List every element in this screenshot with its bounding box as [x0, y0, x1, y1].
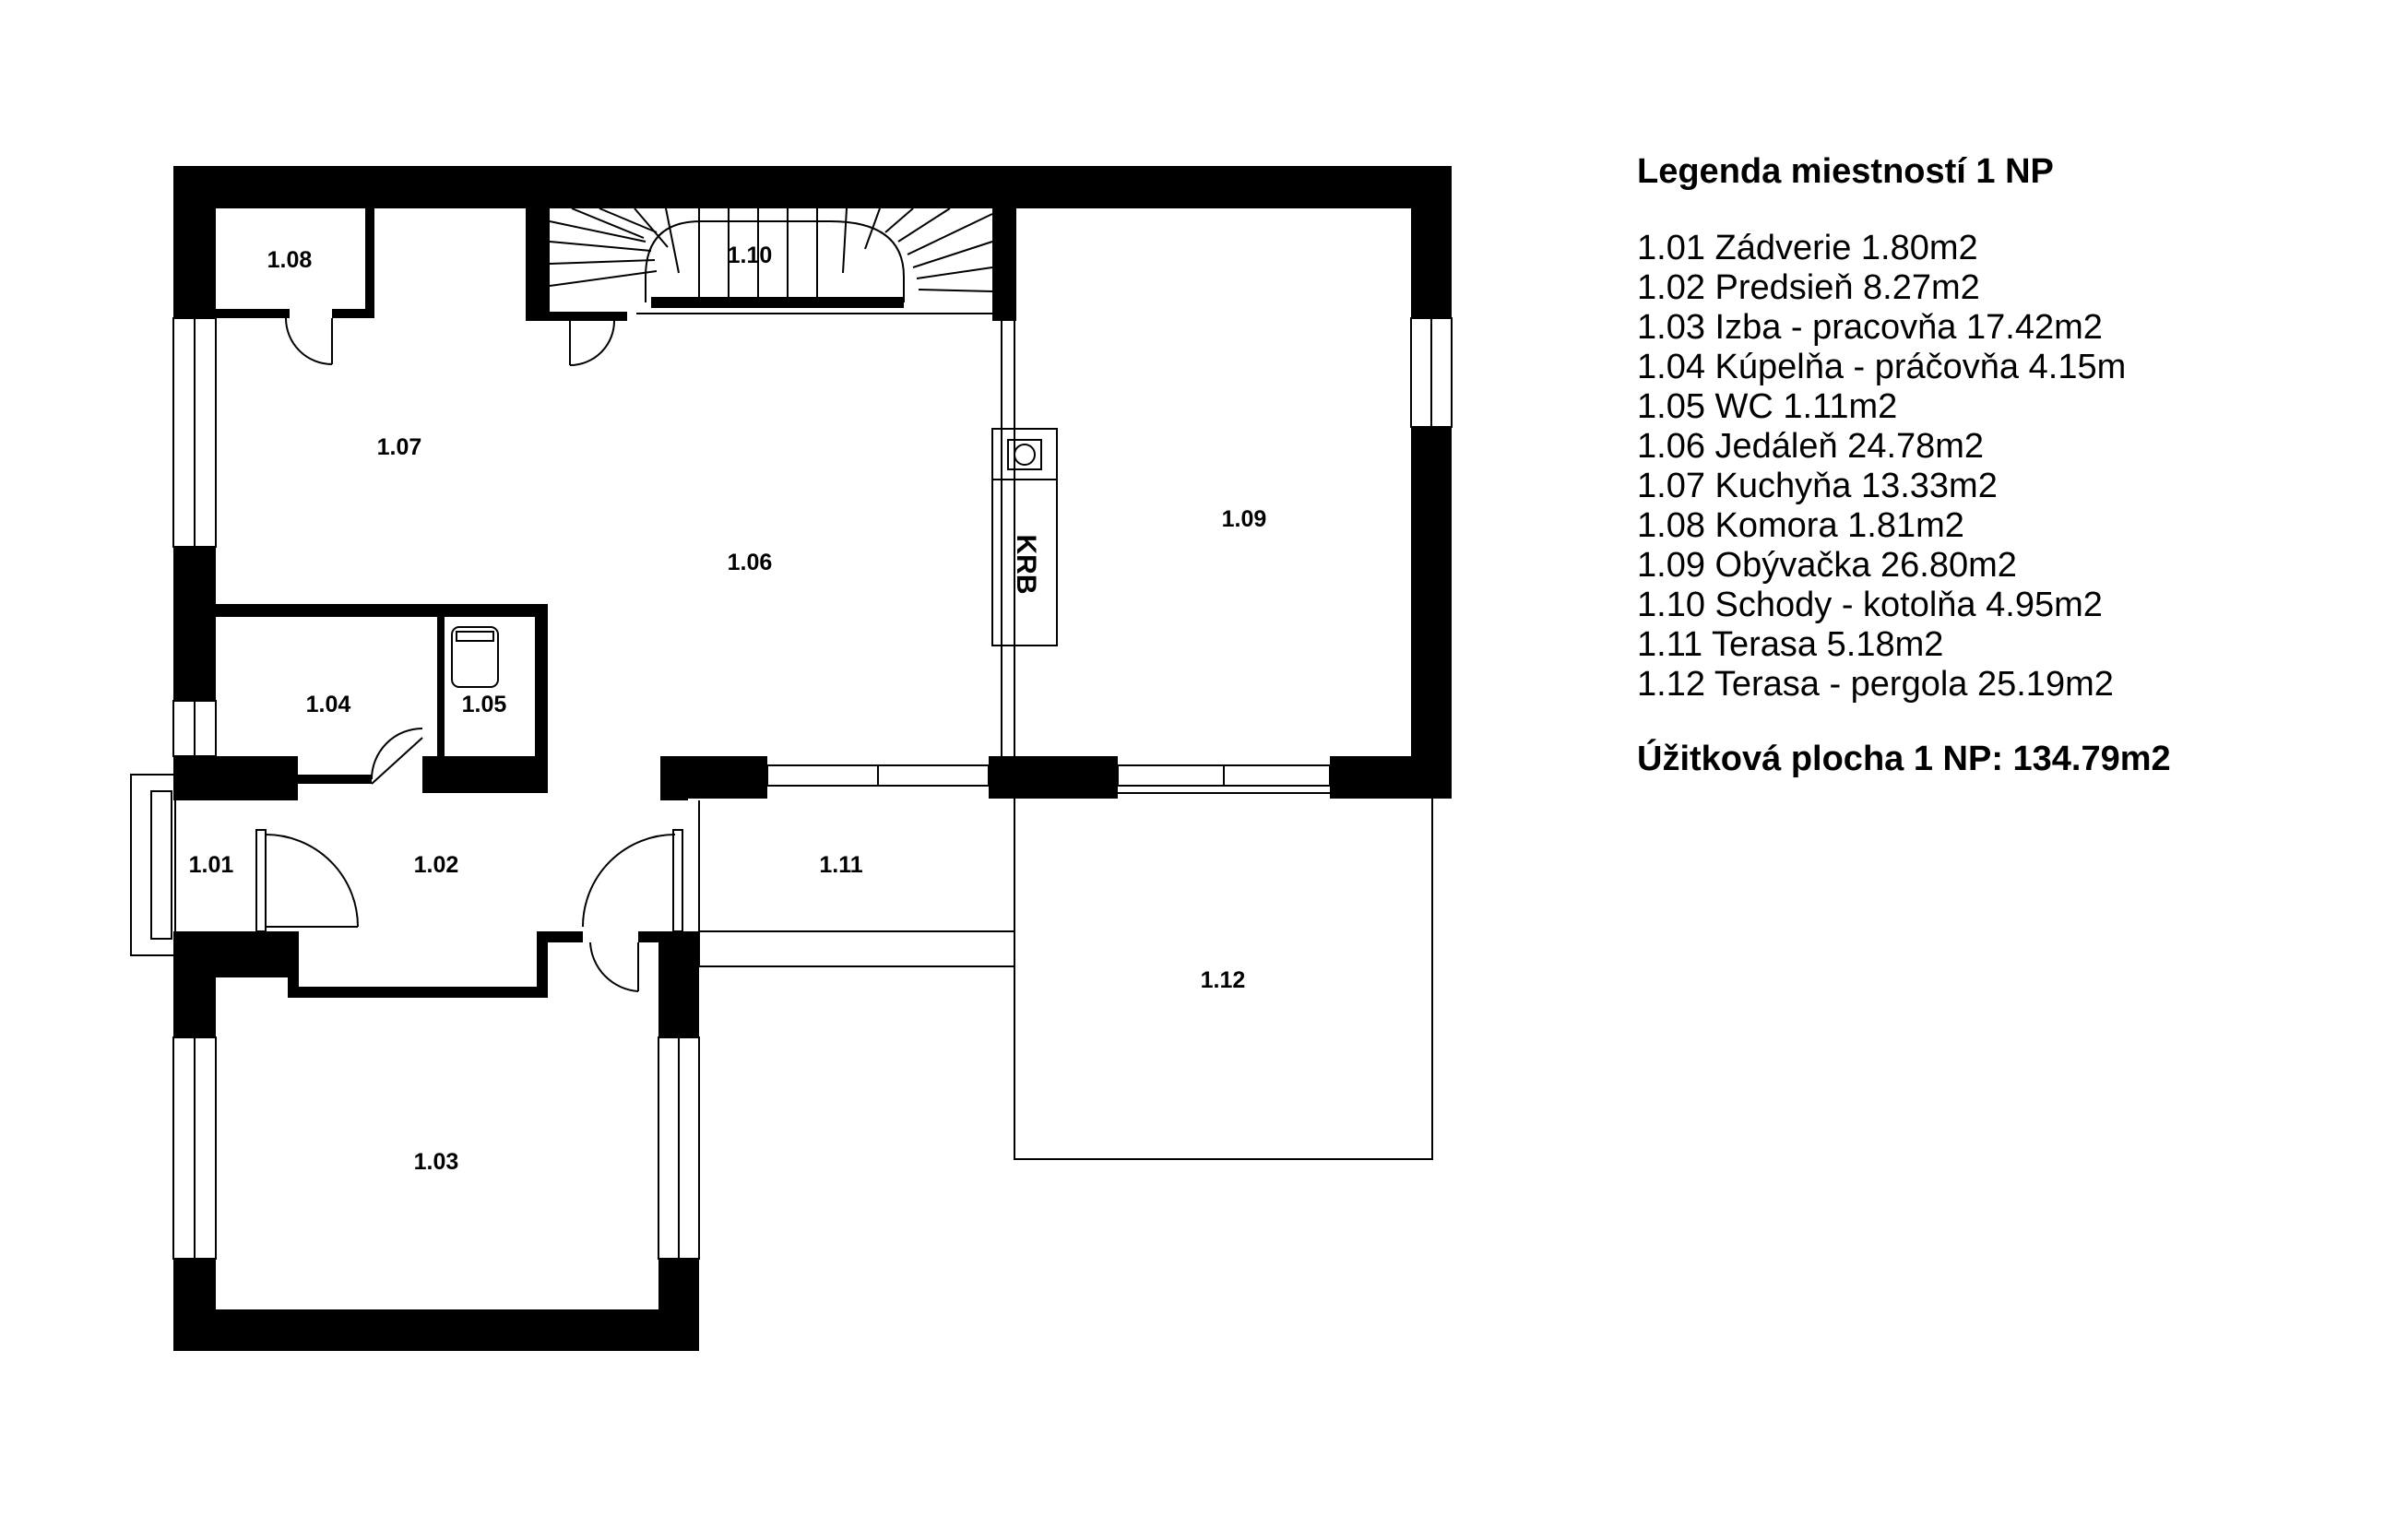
room-label-1-04: 1.04 — [306, 692, 351, 717]
room-label-1-11: 1.11 — [819, 852, 862, 878]
toilet-icon — [451, 626, 499, 688]
windows — [130, 313, 1453, 1260]
fireplace-label: KRB — [1011, 535, 1041, 595]
stair-landing-sill — [651, 297, 904, 308]
room-label-1-05: 1.05 — [462, 692, 507, 717]
legend-item: 1.10 Schody - kotolňa 4.95m2 — [1637, 586, 2103, 624]
fireplace — [991, 428, 1058, 646]
door-1-08 — [285, 317, 333, 365]
legend-item: 1.12 Terasa - pergola 25.19m2 — [1637, 665, 2114, 704]
wall-top — [173, 166, 1452, 208]
wall-1-05-right — [535, 604, 548, 788]
floor-plan: 1.01 1.02 1.03 1.04 1.05 1.06 1.07 1.08 … — [130, 166, 1453, 1351]
room-label-1-07: 1.07 — [377, 434, 422, 460]
door-entrance — [255, 829, 359, 932]
legend-item: 1.06 Jedáleň 24.78m2 — [1637, 427, 1985, 466]
wall-stairs-bottom — [526, 312, 627, 321]
room-label-1-06: 1.06 — [728, 550, 773, 575]
door-1-10 — [569, 320, 615, 366]
legend-item: 1.05 WC 1.11m2 — [1637, 387, 1898, 426]
wall-1-04-top — [216, 604, 548, 617]
wall-1-04-1-05 — [437, 617, 445, 792]
legend-item: 1.01 Zádverie 1.80m2 — [1637, 229, 1978, 267]
terrace-pergola-outline — [1014, 792, 1433, 1160]
room-label-1-03: 1.03 — [414, 1149, 459, 1175]
wall-stairs-right — [992, 166, 1016, 321]
door-1-03 — [589, 942, 639, 992]
terrace-small-outline — [698, 800, 1014, 967]
legend-item: 1.11 Terasa 5.18m2 — [1637, 625, 1944, 664]
room-label-1-09: 1.09 — [1222, 506, 1267, 532]
legend-item: 1.08 Komora 1.81m2 — [1637, 506, 1964, 545]
fireplace-chimney — [991, 428, 1058, 480]
legend-item: 1.09 Obývačka 26.80m2 — [1637, 546, 2017, 585]
room-label-1-02: 1.02 — [414, 852, 459, 878]
walls — [173, 166, 1452, 1351]
room-label-1-08: 1.08 — [267, 247, 313, 273]
legend-item: 1.07 Kuchyňa 13.33m2 — [1637, 467, 1998, 505]
room-label-1-01: 1.01 — [189, 852, 234, 878]
wall-1-02-bottom — [288, 987, 548, 998]
wall-1-08-right — [365, 203, 374, 318]
legend-item: 1.03 Izba - pracovňa 17.42m2 — [1637, 308, 2103, 347]
legend-item: 1.04 Kúpelňa - práčovňa 4.15m — [1637, 348, 2127, 386]
wall-bottom — [173, 1309, 699, 1351]
doors — [255, 317, 683, 992]
legend-item: 1.02 Predsieň 8.27m2 — [1637, 268, 1980, 307]
wall-1-08-bottom — [216, 309, 290, 318]
room-label-1-12: 1.12 — [1201, 967, 1246, 993]
room-label-1-10: 1.10 — [728, 243, 773, 268]
terraces — [698, 792, 1433, 1160]
door-1-04 — [371, 728, 423, 785]
legend-title: Legenda miestností 1 NP — [1637, 152, 2054, 191]
legend-list: 1.01 Zádverie 1.80m2 1.02 Predsieň 8.27m… — [1637, 229, 2393, 705]
wall-stairs-left — [526, 166, 550, 321]
usable-area-total: Úžitková plocha 1 NP: 134.79m2 — [1637, 740, 2171, 778]
door-1-11 — [582, 829, 683, 932]
room-legend: Legenda miestností 1 NP 1.01 Zádverie 1.… — [1637, 152, 2393, 779]
stair-walkline — [645, 220, 905, 302]
stairs — [549, 207, 993, 302]
